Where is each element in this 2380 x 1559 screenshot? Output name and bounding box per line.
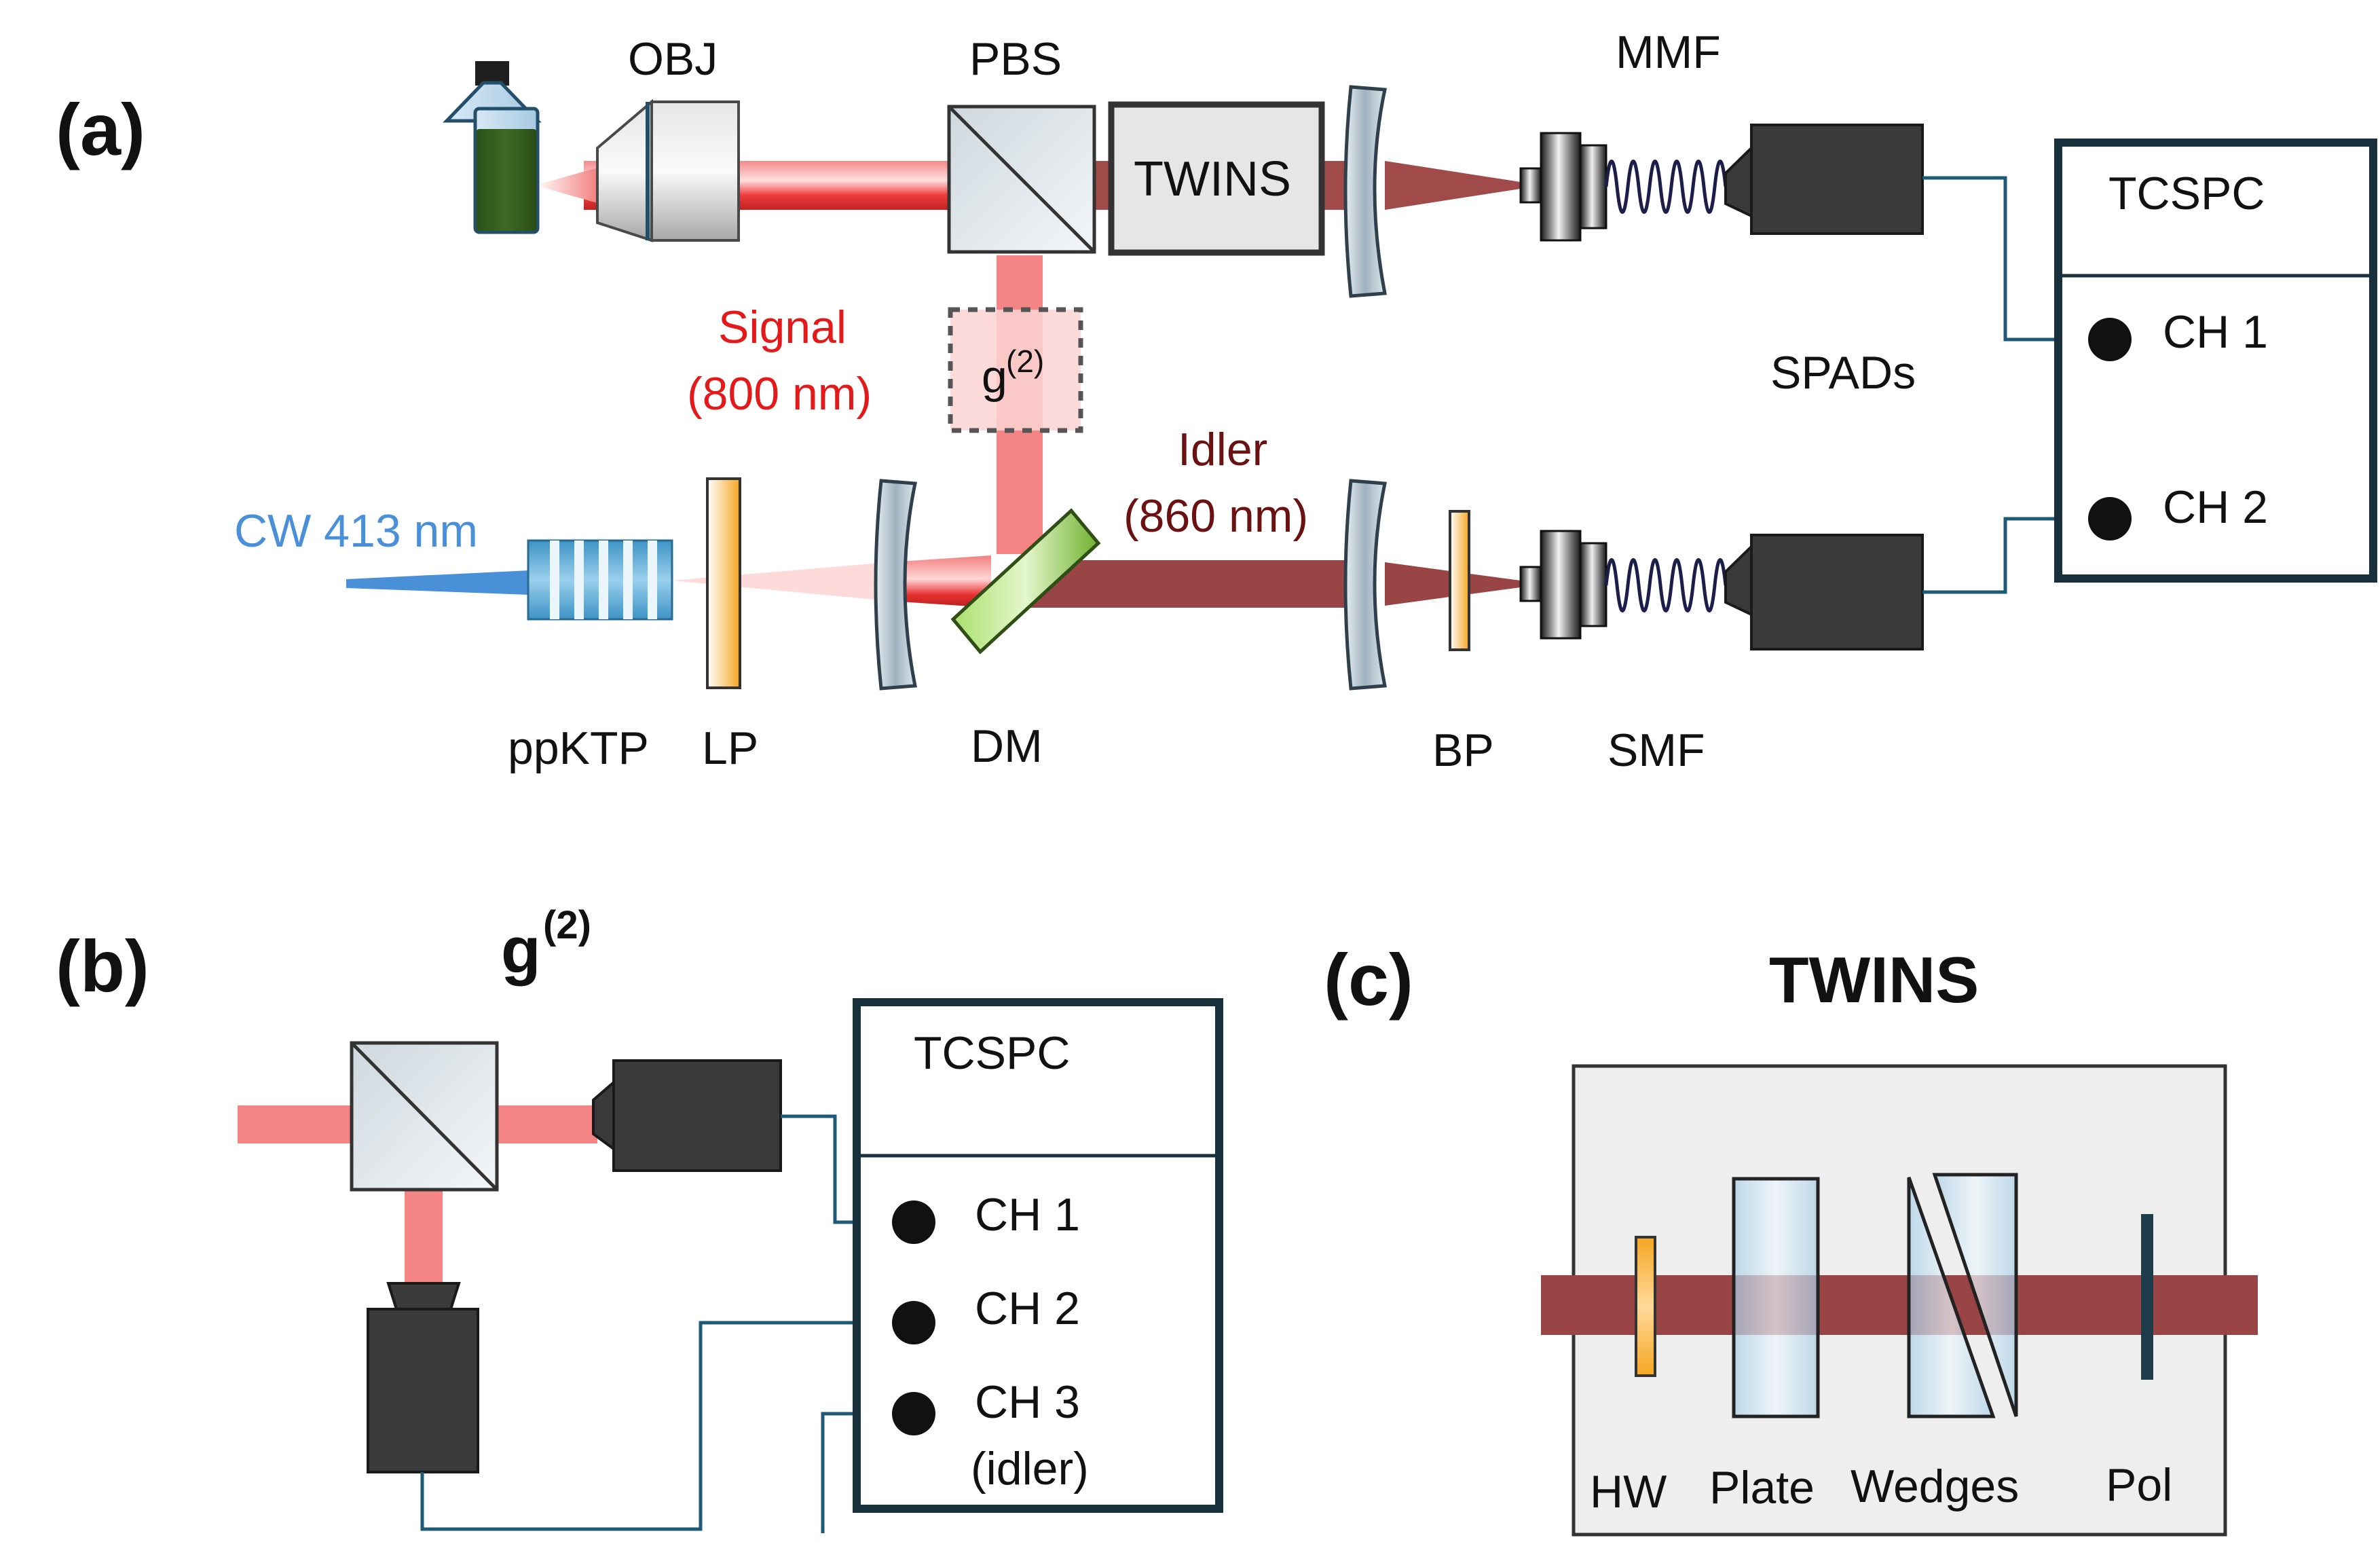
sum-beam-after-crystal [672,562,889,601]
sample-vial-icon [443,61,542,234]
channel-port-ch1 [892,1200,935,1244]
fiber-coupler-icon [1519,530,1607,640]
plate-icon [1732,1177,1820,1418]
beam-splitter-cube-icon [350,1041,499,1192]
filter-icon [1635,1236,1656,1377]
label-g2-base: g [982,351,1007,403]
panel-b: (b) g (2) TCSPC C [56,903,1223,1533]
label-pol: Pol [2106,1459,2172,1511]
fiber-coil-icon [1604,558,1728,612]
lens-icon [874,479,918,691]
channel-port-ch1 [2088,318,2132,361]
label-spads: SPADs [1770,347,1916,399]
signal-beam-in [238,1105,352,1143]
spad-detector-icon [367,1282,479,1473]
label-g2-sup: (2) [1006,344,1044,379]
beam-splitter-cube-icon [947,105,1096,254]
fiber-coil-icon [1604,160,1728,214]
panel-b-tag: (b) [56,925,149,1007]
pump-beam [346,570,529,595]
wedge-icon [1907,1177,1996,1418]
label-signal: Signal [718,301,847,353]
twins-box: TWINS [1108,101,1325,256]
filter-icon [706,477,741,689]
idler-beam-lower [1018,560,1364,608]
label-b-ch3: CH 3 [975,1376,1080,1428]
lens-icon [1343,85,1388,298]
crystal-icon [527,539,673,621]
twins-title: TWINS [1769,944,1979,1016]
label-plate: Plate [1709,1462,1815,1514]
twins-beam [1541,1275,2258,1335]
label-b-ch2: CH 2 [975,1283,1080,1334]
label-hw: HW [1590,1466,1667,1518]
label-tcspc: TCSPC [2108,168,2265,219]
spad-detector-icon [1724,124,1924,235]
tcspc-box: TCSPC CH 1 CH 2 CH 3 (idler) [853,998,1223,1513]
label-lp: LP [702,722,758,774]
g2-dotted-box: g (2) [948,307,1083,433]
objective-focus-cone [535,168,597,203]
signal-beam-transmitted [496,1105,597,1143]
spad-detector-icon [592,1059,782,1172]
beam-focus-mmf [1385,161,1521,210]
signal-beam-lower [889,555,991,608]
panel-a-tag: (a) [56,88,145,170]
label-b-tcspc: TCSPC [914,1027,1070,1079]
channel-port-ch3 [892,1392,935,1435]
label-b-ch3-note: (idler) [971,1443,1089,1494]
wedge-icon [1932,1173,2018,1417]
label-ch2: CH 2 [2163,481,2268,533]
label-smf: SMF [1607,725,1705,776]
label-b-ch1: CH 1 [975,1189,1080,1241]
tcspc-box: TCSPC CH 1 CH 2 [2054,139,2377,583]
label-signal-wl: (800 nm) [687,368,872,420]
channel-port-ch2 [2088,497,2132,540]
cable-b-ch2 [420,1321,914,1531]
spad-detector-icon [1724,534,1924,650]
label-ppktp: ppKTP [508,722,649,774]
dichroic-mirror-icon [950,508,1101,655]
label-wedges: Wedges [1851,1461,2019,1512]
g2-title-base: g [501,914,541,987]
label-pbs: PBS [969,33,1062,85]
label-ch1: CH 1 [2163,306,2268,358]
label-idler: Idler [1178,424,1267,475]
objective-icon [596,98,740,242]
label-mmf: MMF [1616,26,1721,78]
label-bp: BP [1432,725,1494,776]
panel-c-tag: (c) [1324,938,1413,1021]
label-pump: CW 413 nm [234,505,478,557]
fiber-coupler-icon [1519,132,1607,242]
panel-c: (c) TWINS HW Plate Wedges Pol [1324,938,2258,1537]
filter-icon [1449,510,1470,651]
polarizer-icon [2141,1214,2153,1380]
label-obj: OBJ [628,33,718,85]
channel-port-ch2 [892,1301,935,1344]
label-dm: DM [971,720,1043,772]
g2-title-sup: (2) [543,903,591,947]
panel-a: (a) OBJ [56,26,2377,776]
label-idler-wl: (860 nm) [1123,490,1308,542]
lens-icon [1343,479,1388,691]
label-twins-box: TWINS [1134,152,1291,206]
